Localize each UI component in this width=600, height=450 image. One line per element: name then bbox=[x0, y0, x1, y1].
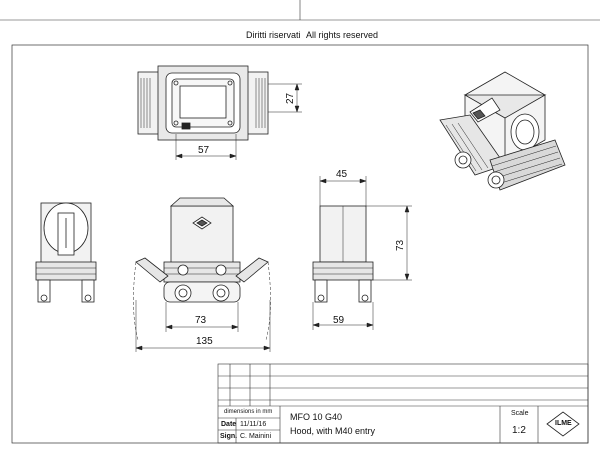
top-view bbox=[137, 65, 302, 160]
dim-front-overall: 135 bbox=[196, 336, 213, 347]
dim-top-width: 57 bbox=[198, 145, 210, 156]
date-value: 11/11/16 bbox=[240, 421, 267, 428]
dim-side-base: 59 bbox=[333, 315, 345, 326]
dimensions-note: dimensions in mm bbox=[224, 409, 273, 415]
sign-value: C. Mainini bbox=[240, 433, 272, 440]
dim-side-height: 73 bbox=[395, 239, 406, 251]
right-side-view bbox=[312, 176, 412, 330]
scale-value: 1:2 bbox=[512, 425, 526, 436]
dim-top-height: 27 bbox=[285, 92, 296, 104]
title-block bbox=[217, 363, 589, 444]
rights-reserved-en: All rights reserved bbox=[306, 30, 379, 40]
logo-text: ILME bbox=[555, 420, 572, 427]
dim-side-width: 45 bbox=[336, 169, 348, 180]
left-side-view bbox=[35, 202, 97, 303]
isometric-view bbox=[439, 71, 566, 191]
product-description: Hood, with M40 entry bbox=[290, 426, 376, 436]
product-code: MFO 10 G40 bbox=[290, 412, 343, 422]
rights-reserved-it: Diritti riservati bbox=[246, 30, 301, 40]
sign-label: Sign. bbox=[220, 433, 238, 440]
date-label: Date bbox=[221, 421, 237, 428]
front-view bbox=[133, 197, 271, 352]
scale-label: Scale bbox=[511, 410, 529, 417]
ilme-logo bbox=[546, 411, 580, 437]
dim-front-base: 73 bbox=[195, 315, 207, 326]
